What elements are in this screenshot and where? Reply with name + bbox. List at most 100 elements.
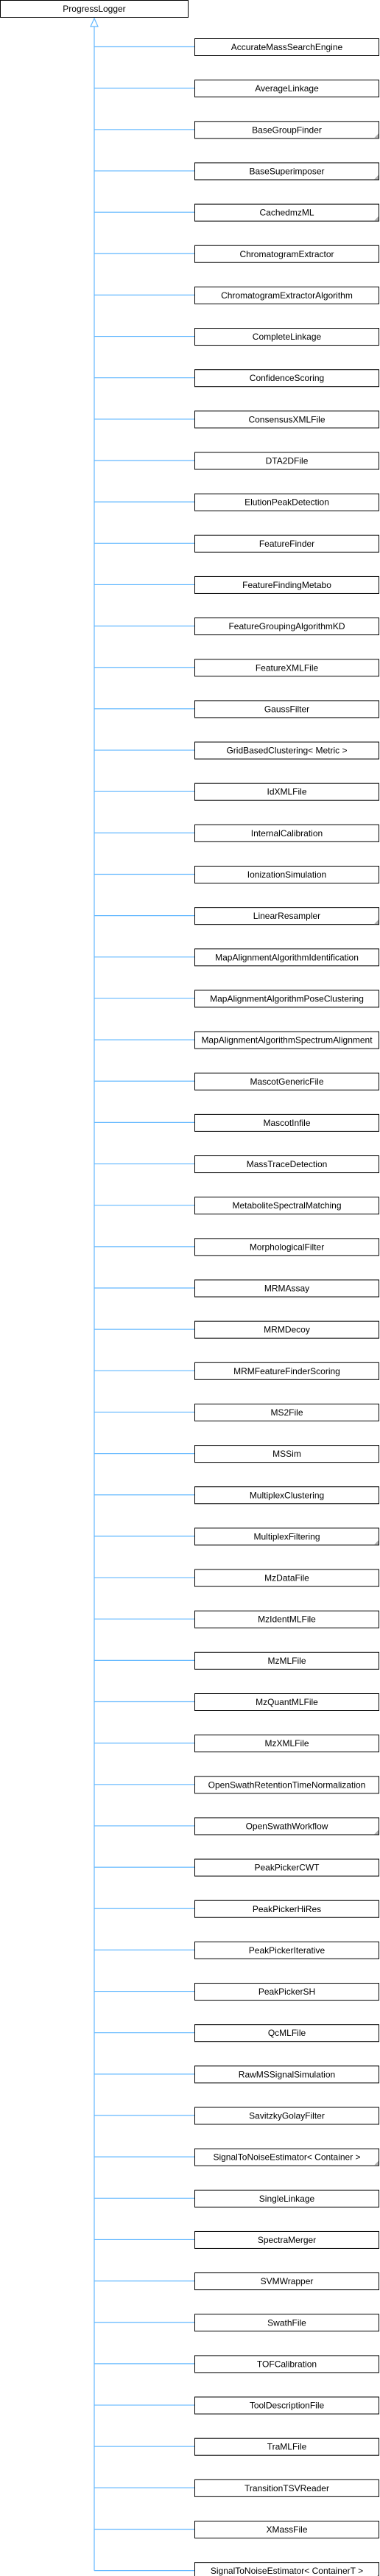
subclass-node[interactable]: DTA2DFile <box>194 452 379 470</box>
subclass-node[interactable]: MetaboliteSpectralMatching <box>194 1197 379 1215</box>
subclass-node[interactable]: SpectraMerger <box>194 2230 379 2249</box>
subclass-label: SpectraMerger <box>258 2235 316 2245</box>
subclass-node[interactable]: AccurateMassSearchEngine <box>194 38 379 56</box>
subclass-node[interactable]: FeatureGroupingAlgorithmKD <box>194 617 379 636</box>
subclass-box <box>194 1197 379 1215</box>
subclass-node[interactable]: OpenSwathWorkflow <box>194 1817 379 1835</box>
subclass-node[interactable]: ToolDescriptionFile <box>194 2396 379 2415</box>
subclass-box <box>194 2355 379 2373</box>
subclass-node[interactable]: ChromatogramExtractor <box>194 245 379 263</box>
subclass-node[interactable]: SVMWrapper <box>194 2272 379 2291</box>
subclass-nodes: AccurateMassSearchEngineAverageLinkageBa… <box>194 38 379 2576</box>
subclass-label: MzMLFile <box>267 1656 306 1666</box>
subclass-node[interactable]: BaseGroupFinder <box>194 121 379 139</box>
subclass-node[interactable]: SignalToNoiseEstimator< ContainerT > <box>194 2562 379 2576</box>
subclass-node[interactable]: MascotGenericFile <box>194 1072 379 1091</box>
subclass-node[interactable]: InternalCalibration <box>194 824 379 842</box>
subclass-node[interactable]: PeakPickerIterative <box>194 1941 379 1959</box>
subclass-node[interactable]: MzIdentMLFile <box>194 1610 379 1628</box>
subclass-node[interactable]: MRMDecoy <box>194 1320 379 1339</box>
subclass-box <box>194 2437 379 2456</box>
subclass-box <box>194 1735 379 1753</box>
subclass-node[interactable]: MascotInfile <box>194 1113 379 1132</box>
subclass-label: MRMAssay <box>264 1284 309 1294</box>
subclass-label: MRMFeatureFinderScoring <box>233 1366 340 1376</box>
subclass-node[interactable]: MSSim <box>194 1445 379 1463</box>
root-class-box <box>0 0 189 18</box>
subclass-node[interactable]: ConsensusXMLFile <box>194 410 379 429</box>
subclass-label: ElutionPeakDetection <box>244 497 329 508</box>
subclass-node[interactable]: PeakPickerCWT <box>194 1858 379 1877</box>
subclass-node[interactable]: GaussFilter <box>194 700 379 718</box>
subclass-node[interactable]: TraMLFile <box>194 2437 379 2456</box>
subclass-box <box>194 2189 379 2208</box>
subclass-node[interactable]: FeatureFindingMetabo <box>194 575 379 594</box>
subclass-label: SwathFile <box>267 2317 306 2328</box>
subclass-node[interactable]: BaseSuperimposer <box>194 162 379 181</box>
subclass-node[interactable]: ConfidenceScoring <box>194 369 379 388</box>
subclass-node[interactable]: MzQuantMLFile <box>194 1693 379 1711</box>
subclass-node[interactable]: ChromatogramExtractorAlgorithm <box>194 286 379 304</box>
subclass-box <box>194 2065 379 2084</box>
subclass-node[interactable]: QcMLFile <box>194 2024 379 2043</box>
subclass-node[interactable]: MultiplexClustering <box>194 1486 379 1505</box>
subclass-box <box>194 1651 379 1670</box>
subclass-node[interactable]: PeakPickerSH <box>194 1983 379 2001</box>
subclass-node[interactable]: LinearResampler <box>194 907 379 925</box>
subclass-label: CachedmzML <box>259 208 314 218</box>
subclass-node[interactable]: TransitionTSVReader <box>194 2479 379 2497</box>
subclass-node[interactable]: GridBasedClustering< Metric > <box>194 741 379 760</box>
subclass-node[interactable]: CachedmzML <box>194 203 379 222</box>
subclass-node[interactable]: MzXMLFile <box>194 1735 379 1753</box>
root-class-node[interactable]: ProgressLogger <box>0 0 189 18</box>
subclass-box <box>194 1983 379 2001</box>
subclass-node[interactable]: IdXMLFile <box>194 783 379 801</box>
subclass-node[interactable]: FeatureXMLFile <box>194 659 379 677</box>
subclass-node[interactable]: MapAlignmentAlgorithmPoseClustering <box>194 990 379 1008</box>
subclass-label: FeatureFindingMetabo <box>242 580 331 590</box>
subclass-box <box>194 410 379 429</box>
subclass-label: MapAlignmentAlgorithmPoseClustering <box>210 993 364 1004</box>
subclass-node[interactable]: ElutionPeakDetection <box>194 493 379 511</box>
subclass-node[interactable]: CompleteLinkage <box>194 328 379 346</box>
subclass-node[interactable]: MRMAssay <box>194 1279 379 1298</box>
subclass-label: RawMSSignalSimulation <box>239 2069 335 2079</box>
inheritance-arrowhead <box>90 17 99 27</box>
inheritance-edges <box>90 17 194 2572</box>
subclass-node[interactable]: IonizationSimulation <box>194 866 379 883</box>
subclass-node[interactable]: MS2File <box>194 1403 379 1421</box>
subclass-node[interactable]: PeakPickerHiRes <box>194 1900 379 1918</box>
subclass-node[interactable]: SignalToNoiseEstimator< Container > <box>194 2148 379 2166</box>
subclass-node[interactable]: SwathFile <box>194 2314 379 2332</box>
subclass-node[interactable]: MzDataFile <box>194 1569 379 1587</box>
subclass-node[interactable]: MzMLFile <box>194 1651 379 1670</box>
subclass-node[interactable]: OpenSwathRetentionTimeNormalization <box>194 1776 379 1794</box>
subclass-box <box>194 534 379 553</box>
subclass-node[interactable]: SavitzkyGolayFilter <box>194 2107 379 2125</box>
subclass-node[interactable]: FeatureFinder <box>194 534 379 553</box>
subclass-node[interactable]: SingleLinkage <box>194 2189 379 2208</box>
subclass-label: FeatureGroupingAlgorithmKD <box>228 621 345 631</box>
subclass-label: GaussFilter <box>264 704 309 714</box>
subclass-node[interactable]: MorphologicalFilter <box>194 1238 379 1256</box>
subclass-box <box>194 80 379 98</box>
subclass-node[interactable]: RawMSSignalSimulation <box>194 2065 379 2084</box>
subclass-label: AccurateMassSearchEngine <box>231 42 343 52</box>
subclass-node[interactable]: MapAlignmentAlgorithmSpectrumAlignment <box>194 1031 379 1049</box>
subclass-label: TransitionTSVReader <box>244 2483 329 2493</box>
subclass-node[interactable]: MassTraceDetection <box>194 1155 379 1174</box>
subclass-node[interactable]: MapAlignmentAlgorithmIdentification <box>194 948 379 967</box>
subclass-box <box>194 1155 379 1174</box>
subclass-node[interactable]: MRMFeatureFinderScoring <box>194 1362 379 1380</box>
subclass-node[interactable]: MultiplexFiltering <box>194 1527 379 1546</box>
subclass-box <box>194 1941 379 1959</box>
subclass-box <box>194 2479 379 2497</box>
subclass-node[interactable]: AverageLinkage <box>194 80 379 98</box>
subclass-label: CompleteLinkage <box>253 332 322 342</box>
subclass-box <box>194 245 379 263</box>
subclass-label: MzXMLFile <box>264 1738 309 1749</box>
subclass-label: OpenSwathRetentionTimeNormalization <box>208 1779 366 1790</box>
subclass-node[interactable]: XMassFile <box>194 2521 379 2538</box>
subclass-node[interactable]: TOFCalibration <box>194 2355 379 2373</box>
subclass-label: SingleLinkage <box>259 2194 315 2204</box>
